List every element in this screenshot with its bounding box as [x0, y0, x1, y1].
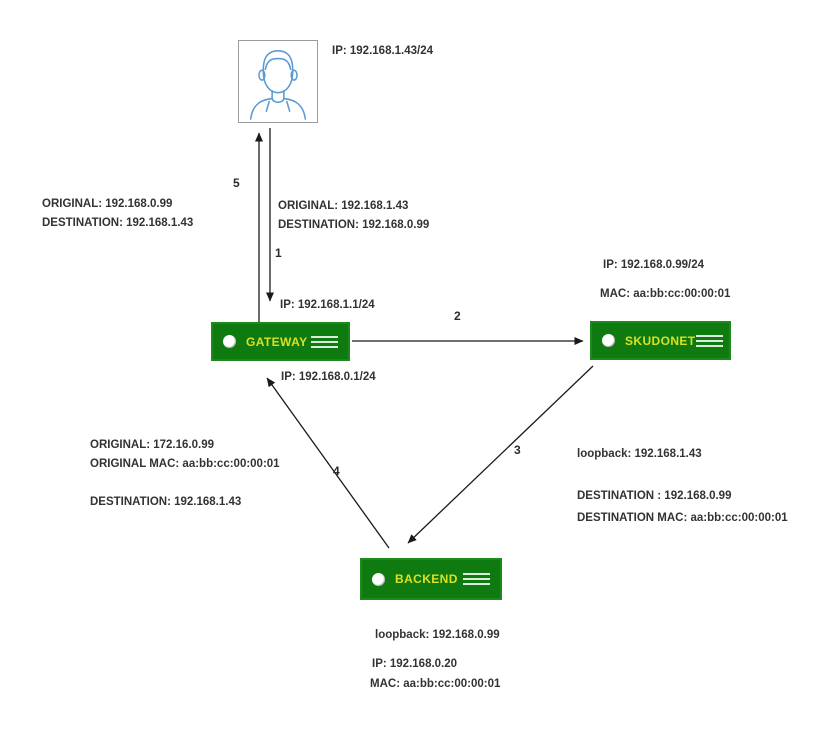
status-dot-icon	[602, 334, 615, 347]
user-to-gateway-original: ORIGINAL: 192.168.1.43	[278, 200, 409, 212]
skudonet-mac-label: MAC: aa:bb:cc:00:00:01	[600, 288, 731, 300]
gateway-node: GATEWAY	[211, 322, 350, 361]
menu-icon	[463, 573, 490, 585]
gateway-ip-user-side-label: IP: 192.168.1.1/24	[280, 299, 375, 311]
skudonet-to-backend-loopback: loopback: 192.168.1.43	[577, 448, 702, 460]
step-1-number: 1	[275, 246, 282, 260]
step-4-number: 4	[333, 464, 340, 478]
skudonet-to-backend-destination-mac: DESTINATION MAC: aa:bb:cc:00:00:01	[577, 512, 788, 524]
gateway-to-user-original: ORIGINAL: 192.168.0.99	[42, 198, 173, 210]
status-dot-icon	[372, 572, 385, 586]
backend-node: BACKEND	[360, 558, 502, 600]
user-node	[238, 40, 318, 123]
backend-to-gateway-original: ORIGINAL: 172.16.0.99	[90, 439, 214, 451]
arrow-step-4	[266, 377, 390, 549]
menu-icon	[695, 334, 723, 347]
gateway-ip-lan-side-label: IP: 192.168.0.1/24	[281, 371, 376, 383]
gateway-to-user-destination: DESTINATION: 192.168.1.43	[42, 217, 194, 229]
skudonet-ip-label: IP: 192.168.0.99/24	[603, 259, 705, 271]
step-2-number: 2	[454, 309, 461, 323]
skudonet-node: SKUDONET	[590, 321, 731, 360]
menu-icon	[311, 335, 338, 348]
backend-node-label: BACKEND	[395, 572, 458, 586]
user-to-gateway-destination: DESTINATION: 192.168.0.99	[278, 219, 430, 231]
status-dot-icon	[223, 335, 236, 348]
skudonet-node-label: SKUDONET	[625, 333, 696, 348]
gateway-node-label: GATEWAY	[246, 334, 308, 349]
backend-mac-label: MAC: aa:bb:cc:00:00:01	[370, 678, 501, 690]
user-ip-label: IP: 192.168.1.43/24	[332, 45, 434, 57]
person-icon	[249, 50, 307, 120]
step-3-number: 3	[514, 443, 521, 457]
backend-loopback-label: loopback: 192.168.0.99	[375, 629, 500, 641]
backend-ip-label: IP: 192.168.0.20	[372, 658, 458, 670]
arrow-step-3	[407, 365, 594, 544]
step-5-number: 5	[233, 176, 240, 190]
skudonet-to-backend-destination: DESTINATION : 192.168.0.99	[577, 490, 732, 502]
backend-to-gateway-destination: DESTINATION: 192.168.1.43	[90, 496, 242, 508]
backend-to-gateway-original-mac: ORIGINAL MAC: aa:bb:cc:00:00:01	[90, 458, 280, 470]
